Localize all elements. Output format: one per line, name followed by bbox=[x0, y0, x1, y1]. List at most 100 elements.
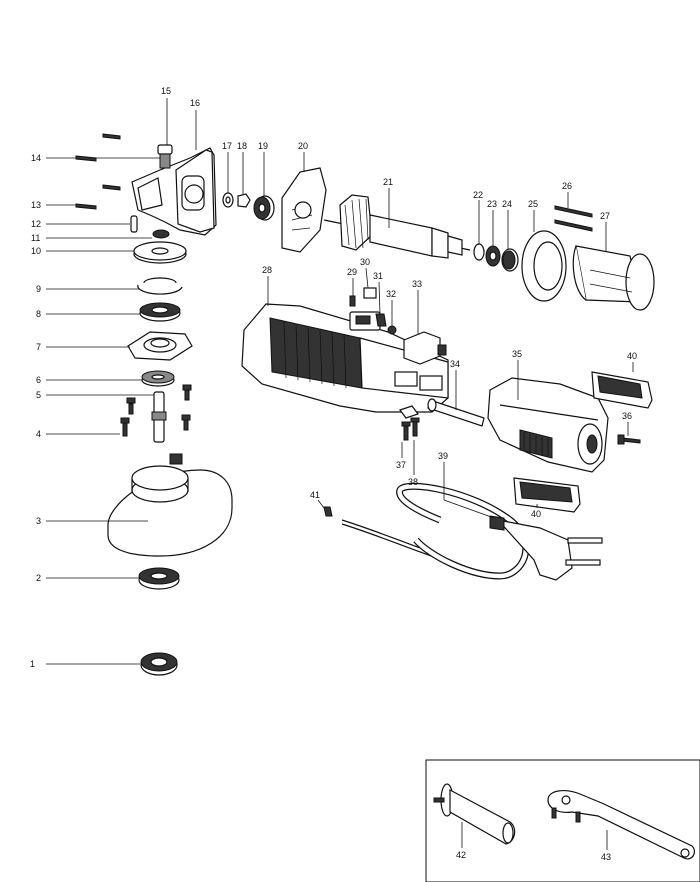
screw-4b bbox=[126, 397, 136, 415]
washer-17 bbox=[222, 192, 234, 208]
screw-26a bbox=[554, 205, 593, 218]
bearing-23 bbox=[485, 245, 501, 267]
vent-cover-top bbox=[591, 371, 653, 409]
outer-flange-nut bbox=[140, 652, 178, 676]
screw-29 bbox=[349, 295, 356, 307]
brush-31 bbox=[375, 313, 387, 327]
screw-26b bbox=[554, 219, 593, 232]
callout-43: 43 bbox=[601, 852, 611, 862]
callout-25: 25 bbox=[528, 199, 538, 209]
motor-housing bbox=[241, 303, 449, 413]
screw-4d bbox=[182, 384, 192, 401]
rubber-ring bbox=[521, 230, 567, 302]
bearing-19 bbox=[253, 195, 275, 221]
bearing-6 bbox=[141, 370, 175, 387]
plug bbox=[489, 515, 603, 581]
pin-spanner bbox=[547, 790, 696, 860]
callout-5: 5 bbox=[36, 390, 41, 400]
callout-1: 1 bbox=[30, 659, 35, 669]
screw-41 bbox=[323, 506, 333, 517]
callout-29: 29 bbox=[347, 267, 357, 277]
callout-24: 24 bbox=[502, 199, 512, 209]
callout-19: 19 bbox=[258, 141, 268, 151]
leader-lines bbox=[46, 98, 634, 850]
callout-40-bottom: 40 bbox=[531, 509, 541, 519]
spring-32 bbox=[387, 325, 397, 335]
callout-22: 22 bbox=[473, 190, 483, 200]
inner-flange bbox=[138, 567, 180, 590]
bearing-24 bbox=[501, 248, 519, 272]
callout-40-top: 40 bbox=[627, 351, 637, 361]
accessory-box bbox=[425, 759, 700, 882]
callout-13: 13 bbox=[31, 200, 41, 210]
callout-2: 2 bbox=[36, 573, 41, 583]
callout-36: 36 bbox=[622, 411, 632, 421]
callout-26: 26 bbox=[562, 181, 572, 191]
callout-39: 39 bbox=[438, 451, 448, 461]
screw-14 bbox=[75, 155, 97, 162]
fan-baffle bbox=[281, 167, 327, 253]
gear-housing bbox=[131, 147, 217, 236]
side-handle bbox=[433, 783, 516, 845]
callout-38: 38 bbox=[408, 477, 418, 487]
callout-4: 4 bbox=[36, 429, 41, 439]
callout-35: 35 bbox=[512, 349, 522, 359]
circlip bbox=[137, 277, 183, 295]
callout-33: 33 bbox=[412, 279, 422, 289]
screw-36 bbox=[617, 434, 641, 445]
cord-clamp bbox=[399, 405, 419, 419]
screw-4 bbox=[120, 417, 130, 437]
callout-9: 9 bbox=[36, 284, 41, 294]
callout-21: 21 bbox=[383, 177, 393, 187]
callout-31: 31 bbox=[373, 271, 383, 281]
screw-37 bbox=[401, 421, 411, 441]
callout-23: 23 bbox=[487, 199, 497, 209]
gear-nut bbox=[157, 144, 173, 169]
screw-upper bbox=[102, 133, 121, 140]
callout-42: 42 bbox=[456, 850, 466, 860]
callout-28: 28 bbox=[262, 265, 272, 275]
callout-12: 12 bbox=[31, 219, 41, 229]
callout-32: 32 bbox=[386, 289, 396, 299]
callout-30: 30 bbox=[360, 257, 370, 267]
screw-38 bbox=[410, 417, 420, 437]
bevel-gear bbox=[133, 241, 187, 264]
callout-20: 20 bbox=[298, 141, 308, 151]
callout-16: 16 bbox=[190, 98, 200, 108]
callout-27: 27 bbox=[600, 211, 610, 221]
callout-8: 8 bbox=[36, 309, 41, 319]
bearing-8 bbox=[139, 302, 181, 322]
callout-17: 17 bbox=[222, 141, 232, 151]
screw-13 bbox=[75, 203, 97, 210]
callout-41: 41 bbox=[310, 490, 320, 500]
power-cord bbox=[341, 482, 530, 580]
callout-37: 37 bbox=[396, 460, 406, 470]
spindle bbox=[151, 391, 167, 443]
brush-holder-30 bbox=[349, 287, 381, 331]
callout-18: 18 bbox=[237, 141, 247, 151]
callout-14: 14 bbox=[31, 153, 41, 163]
switch-rod bbox=[427, 398, 485, 427]
lock-spring bbox=[152, 229, 170, 239]
screw-4c bbox=[181, 414, 191, 431]
callout-6: 6 bbox=[36, 375, 41, 385]
callout-11: 11 bbox=[31, 233, 40, 243]
bearing-plate bbox=[127, 331, 193, 361]
callout-labels: 1 2 3 4 5 6 7 8 9 10 11 12 13 14 15 16 1… bbox=[30, 86, 637, 862]
stator bbox=[572, 245, 655, 311]
wheel-guard bbox=[107, 453, 233, 557]
spindle-lock-pin bbox=[130, 215, 138, 233]
rear-handle bbox=[487, 377, 609, 473]
callout-10: 10 bbox=[31, 246, 41, 256]
nut-18 bbox=[237, 193, 251, 208]
callout-34: 34 bbox=[450, 359, 460, 369]
switch bbox=[403, 331, 447, 365]
callout-15: 15 bbox=[161, 86, 171, 96]
armature bbox=[323, 194, 471, 259]
callout-7: 7 bbox=[36, 342, 41, 352]
vent-cover-bottom bbox=[513, 477, 581, 513]
callout-3: 3 bbox=[36, 516, 41, 526]
ring-22 bbox=[473, 243, 485, 261]
screw-mid bbox=[102, 184, 121, 191]
